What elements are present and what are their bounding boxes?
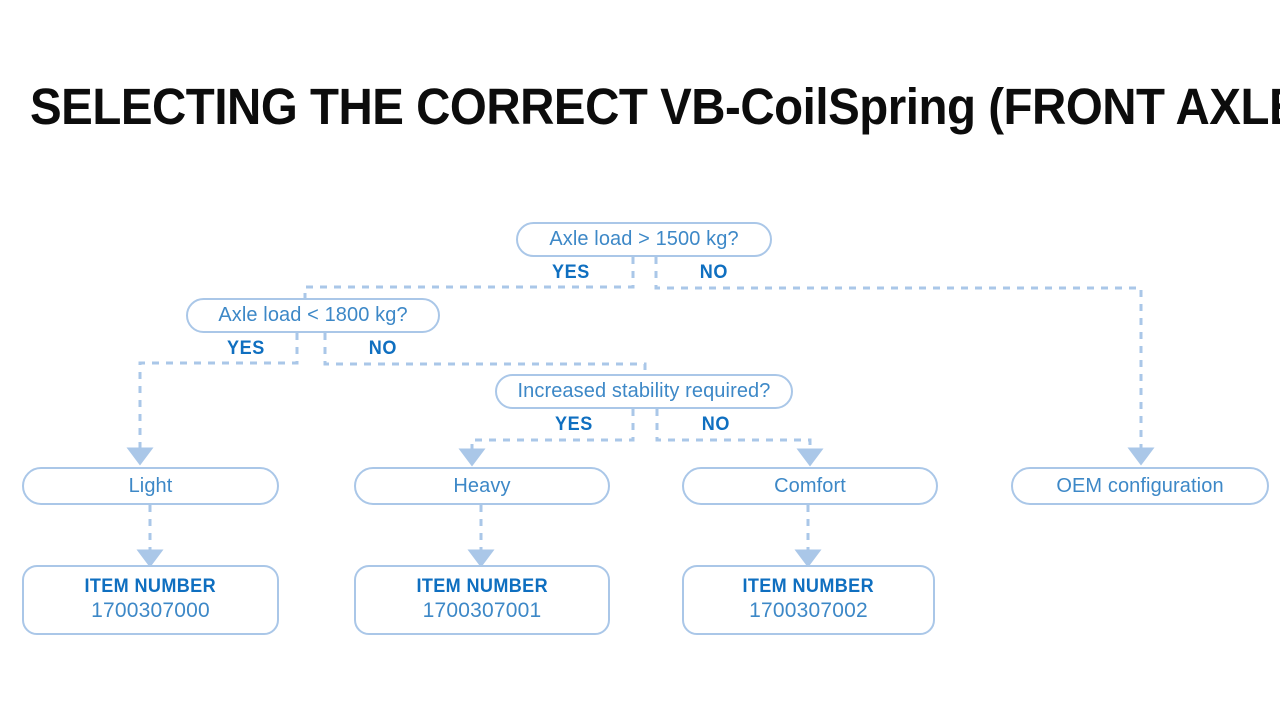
decision-label: Axle load > 1500 kg?: [549, 228, 739, 250]
result-label: OEM configuration: [1056, 474, 1224, 497]
item-number-heading: ITEM NUMBER: [416, 576, 548, 597]
branch-label-d3-no: NO: [701, 414, 730, 435]
decision-node-axle-load-lt-1800[interactable]: Axle load < 1800 kg?: [186, 298, 440, 333]
item-number-value: 1700307001: [422, 599, 542, 622]
edge-d2-yes: [126, 333, 299, 466]
result-node-comfort[interactable]: Comfort: [682, 467, 938, 505]
branch-label-d3-yes: YES: [554, 414, 593, 435]
item-number-value: 1700307000: [91, 599, 210, 622]
item-number-box-heavy[interactable]: ITEM NUMBER 1700307001: [354, 565, 610, 635]
branch-label-d1-no: NO: [699, 262, 728, 283]
item-number-box-light[interactable]: ITEM NUMBER 1700307000: [22, 565, 279, 635]
result-label: Comfort: [774, 474, 846, 497]
decision-node-axle-load-gt-1500[interactable]: Axle load > 1500 kg?: [516, 222, 772, 257]
branch-label-d2-yes: YES: [226, 338, 265, 359]
page-title: SELECTING THE CORRECT VB-CoilSpring (FRO…: [30, 78, 1280, 135]
item-number-value: 1700307002: [749, 599, 868, 622]
item-number-box-comfort[interactable]: ITEM NUMBER 1700307002: [682, 565, 935, 635]
result-label: Heavy: [453, 474, 511, 497]
result-node-heavy[interactable]: Heavy: [354, 467, 610, 505]
branch-label-d2-no: NO: [368, 338, 397, 359]
decision-label: Axle load < 1800 kg?: [218, 304, 408, 326]
result-node-light[interactable]: Light: [22, 467, 279, 505]
result-label: Light: [128, 474, 173, 497]
edge-d3-yes: [458, 409, 635, 467]
branch-label-d1-yes: YES: [551, 262, 590, 283]
edge-d3-no: [655, 409, 824, 467]
result-node-oem-configuration[interactable]: OEM configuration: [1011, 467, 1269, 505]
item-number-heading: ITEM NUMBER: [84, 576, 217, 597]
item-number-heading: ITEM NUMBER: [742, 576, 875, 597]
decision-node-increased-stability[interactable]: Increased stability required?: [495, 374, 793, 409]
decision-label: Increased stability required?: [517, 380, 771, 402]
